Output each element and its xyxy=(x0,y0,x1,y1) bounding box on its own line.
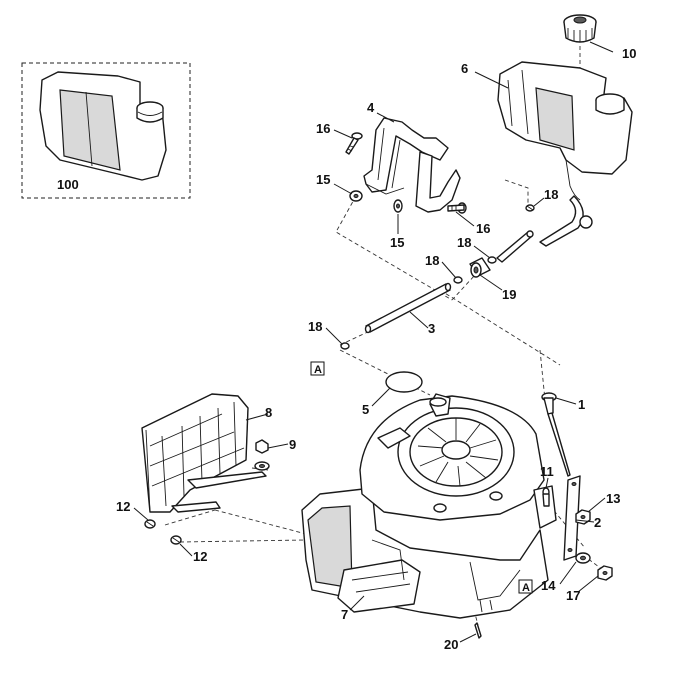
part-10-fuel-cap[interactable] xyxy=(563,14,597,80)
leader-lines xyxy=(133,41,614,643)
part-17-nut[interactable] xyxy=(597,565,613,581)
part-5-seal[interactable] xyxy=(385,371,423,393)
reference-marker-a-fuel-line: A xyxy=(310,361,325,376)
ref-a-label-1: A xyxy=(314,364,322,376)
callout-16-lower: 16 xyxy=(476,221,490,236)
callout-5: 5 xyxy=(362,402,369,417)
part-16-bolt-lower[interactable] xyxy=(447,202,467,214)
callout-18-d: 18 xyxy=(308,319,322,334)
callout-9: 9 xyxy=(289,437,296,452)
part-11-spark-plug[interactable] xyxy=(542,487,550,507)
callout-16-upper: 16 xyxy=(316,121,330,136)
part-15-washer-a[interactable] xyxy=(349,190,363,202)
part-18-clamp-b[interactable] xyxy=(487,256,497,264)
callout-14: 14 xyxy=(541,578,556,593)
part-18-clamp-c[interactable] xyxy=(453,276,463,284)
part-4-tank-bracket[interactable] xyxy=(363,117,461,213)
callout-11: 11 xyxy=(540,464,554,479)
callout-17: 17 xyxy=(566,588,580,603)
callout-12-a: 12 xyxy=(116,499,130,514)
ref-a-label-2: A xyxy=(522,582,530,594)
part-6-fuel-tank[interactable] xyxy=(497,61,633,247)
callout-2: 2 xyxy=(594,515,601,530)
callout-20: 20 xyxy=(444,637,458,652)
callout-15-a: 15 xyxy=(316,172,330,187)
part-18-clamp-a[interactable] xyxy=(525,204,535,212)
callout-18-b: 18 xyxy=(457,235,471,250)
callout-100: 100 xyxy=(57,177,79,192)
part-12-screw-a[interactable] xyxy=(144,519,156,529)
callout-1: 1 xyxy=(578,397,585,412)
callout-4: 4 xyxy=(367,100,375,115)
callout-15-b: 15 xyxy=(390,235,404,250)
callout-6: 6 xyxy=(461,61,468,76)
part-12-screw-b[interactable] xyxy=(170,535,182,545)
callout-3: 3 xyxy=(428,321,435,336)
callout-10: 10 xyxy=(622,46,636,61)
callout-13: 13 xyxy=(606,491,620,506)
part-16-bolt-upper[interactable] xyxy=(345,132,363,155)
alt-part-dashed-box xyxy=(21,62,191,199)
part-1-dipstick[interactable] xyxy=(541,392,571,477)
part-7-engine[interactable] xyxy=(301,393,557,619)
part-14-washer[interactable] xyxy=(575,552,591,564)
part-19-fuel-filter[interactable] xyxy=(469,257,491,278)
part-8-wire-guard[interactable] xyxy=(141,393,267,513)
callout-8: 8 xyxy=(265,405,272,420)
part-9-nut[interactable] xyxy=(254,439,270,471)
callout-18-a: 18 xyxy=(544,187,558,202)
part-18-clamp-d[interactable] xyxy=(340,342,350,350)
callout-labels: 10 6 100 4 16 15 15 16 18 18 18 19 18 3 … xyxy=(57,46,636,652)
part-15-washer-b[interactable] xyxy=(393,199,403,213)
fuel-hose-upper[interactable] xyxy=(496,230,534,263)
callout-12-b: 12 xyxy=(193,549,207,564)
callout-7: 7 xyxy=(341,607,348,622)
part-20-pin[interactable] xyxy=(474,622,482,639)
part-100-fuel-tank-alt[interactable] xyxy=(21,62,191,199)
callout-19: 19 xyxy=(502,287,516,302)
part-13-nut[interactable] xyxy=(575,509,591,525)
callout-18-c: 18 xyxy=(425,253,439,268)
part-3-fuel-line[interactable] xyxy=(364,282,452,334)
reference-marker-a-engine: A xyxy=(518,579,533,594)
